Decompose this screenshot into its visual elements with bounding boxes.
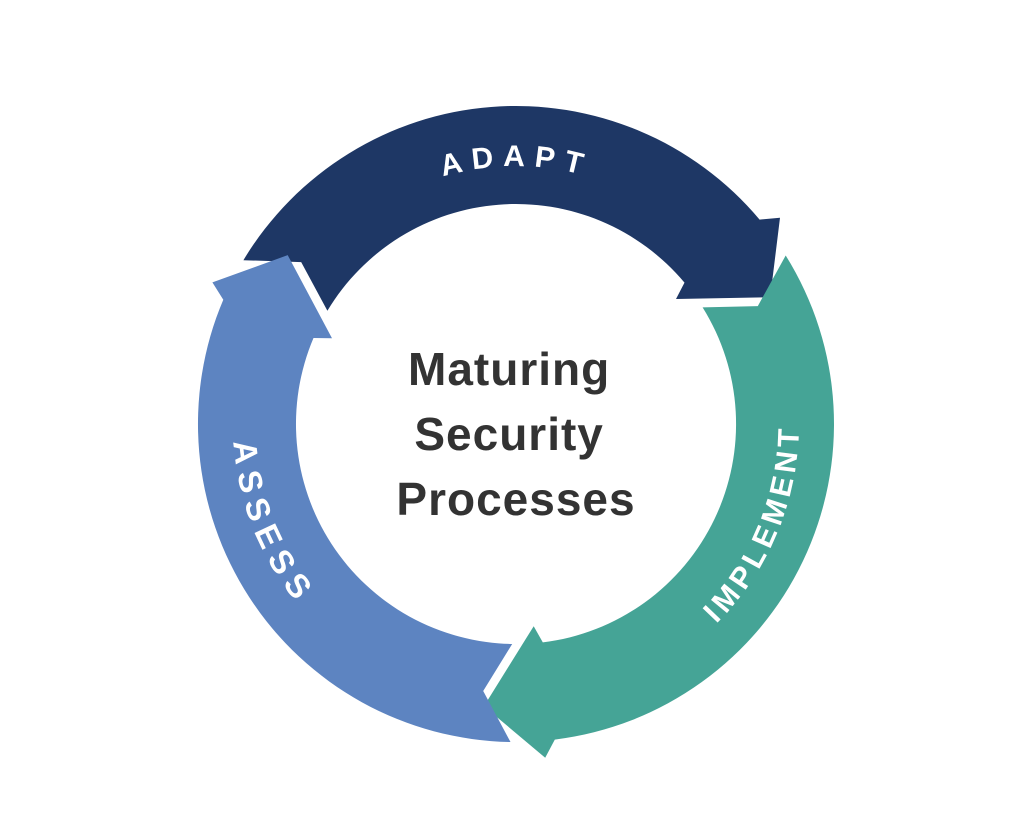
arrow-adapt	[243, 105, 780, 311]
title-line-1: Maturing	[408, 343, 610, 395]
title-line-3: Processes	[396, 473, 635, 525]
title-line-2: Security	[414, 408, 604, 460]
arrow-implement	[483, 255, 834, 758]
arrow-assess	[197, 255, 513, 742]
diagram-title: Maturing Security Processes	[396, 343, 635, 525]
